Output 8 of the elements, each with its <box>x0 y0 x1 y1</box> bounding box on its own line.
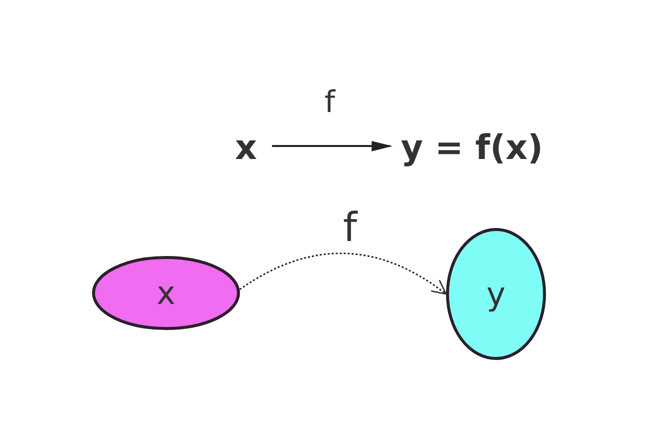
set-label: x <box>156 274 176 312</box>
set-ellipse <box>446 228 546 360</box>
set-label: y <box>486 275 506 313</box>
set-ellipse <box>92 256 240 330</box>
formula-text: x <box>235 128 257 168</box>
formula-text: y = f(x) <box>400 128 544 168</box>
arrow <box>239 252 447 295</box>
arrow <box>272 140 392 152</box>
